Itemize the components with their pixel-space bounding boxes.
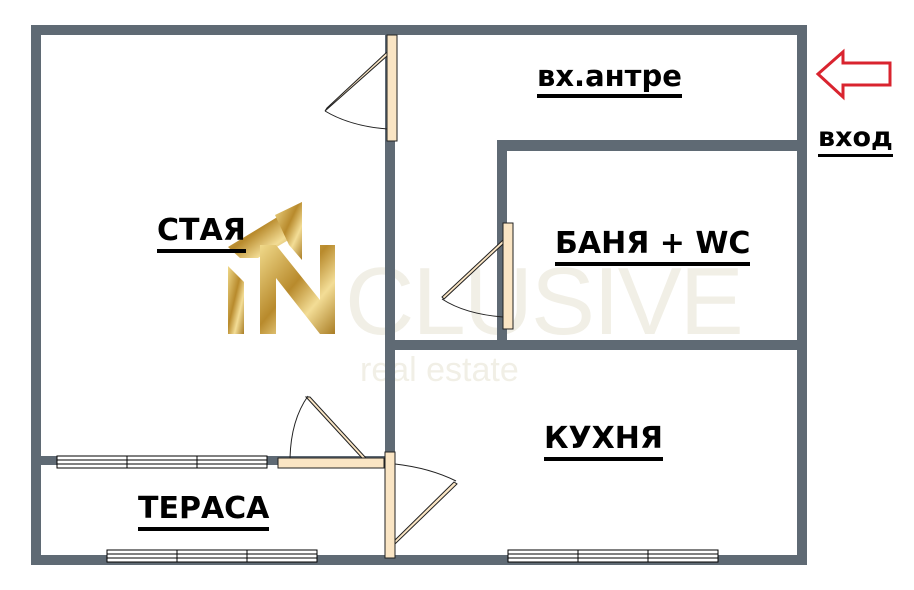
windows (56, 455, 719, 563)
watermark: CLUSIVE real estate (345, 248, 744, 389)
room-label-bath: БАНЯ + WC (555, 229, 751, 266)
room-label-kitchen: КУХНЯ (544, 424, 663, 461)
entrance-label: вход (818, 124, 893, 157)
door-kitchen (384, 451, 458, 559)
door-terrace (277, 395, 385, 469)
door-living-hall (324, 34, 398, 142)
door-bath (441, 222, 514, 330)
room-label-terrace: ТЕРАСА (138, 494, 270, 531)
watermark-logo-icon (228, 202, 335, 334)
arrow-left-icon (815, 48, 892, 101)
svg-text:real estate: real estate (360, 351, 519, 389)
room-label-living: СТАЯ (157, 216, 246, 253)
window-kitchen (507, 549, 719, 563)
window-terrace-bottom (106, 549, 318, 563)
room-label-hall: вх.антре (537, 62, 682, 98)
doors (277, 34, 514, 559)
window-terrace-top (56, 455, 268, 469)
